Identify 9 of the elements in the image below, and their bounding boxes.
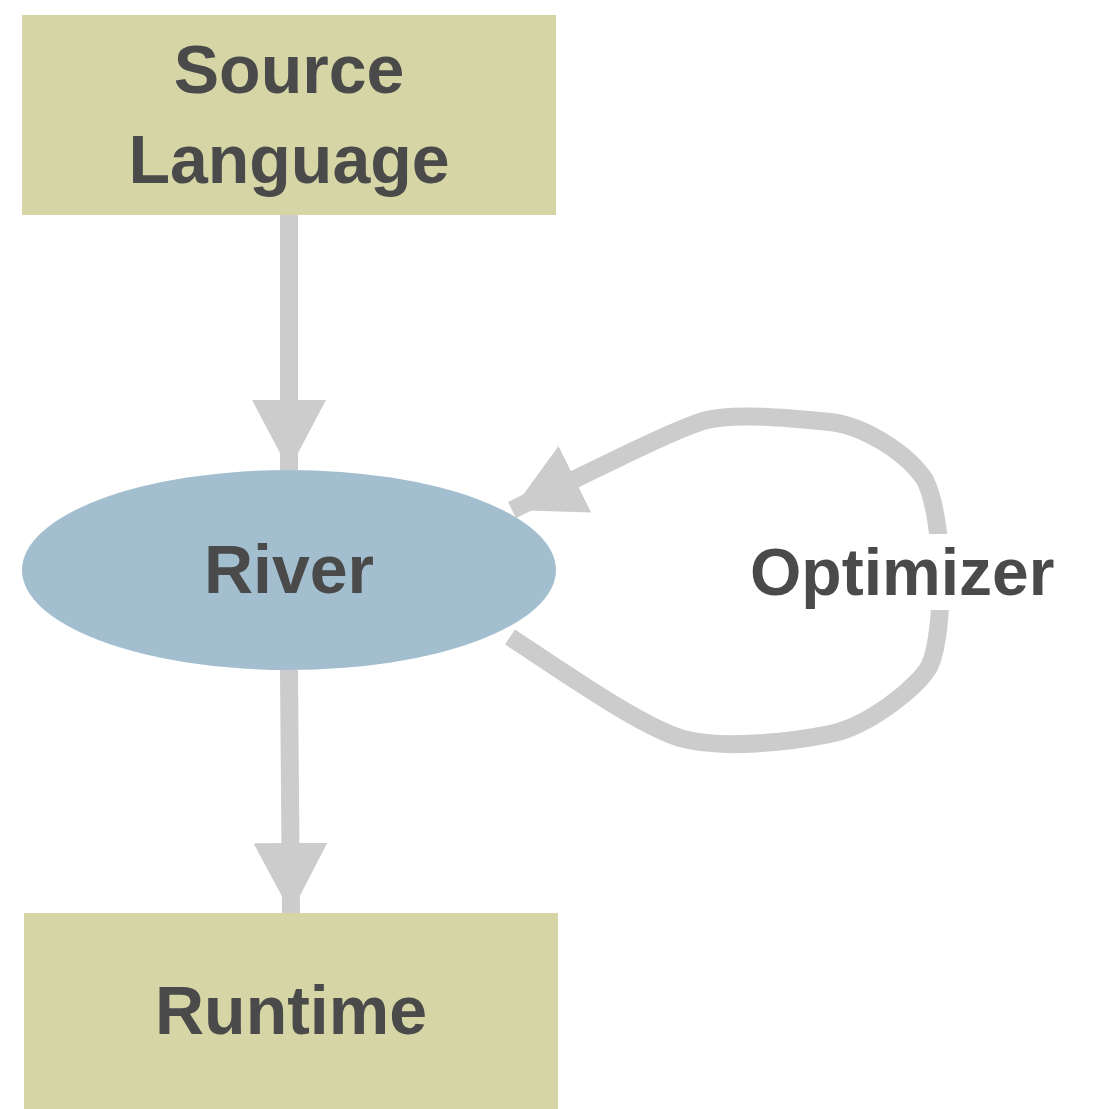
loop-arrow <box>505 407 950 754</box>
node-label: River <box>203 530 375 610</box>
node-label: Source Language <box>127 30 451 199</box>
arrow <box>253 669 328 914</box>
process-box <box>24 913 558 1109</box>
arrow <box>252 215 326 470</box>
process-ellipse <box>22 470 556 670</box>
node-label: Runtime <box>155 971 427 1051</box>
process-box <box>22 15 556 215</box>
